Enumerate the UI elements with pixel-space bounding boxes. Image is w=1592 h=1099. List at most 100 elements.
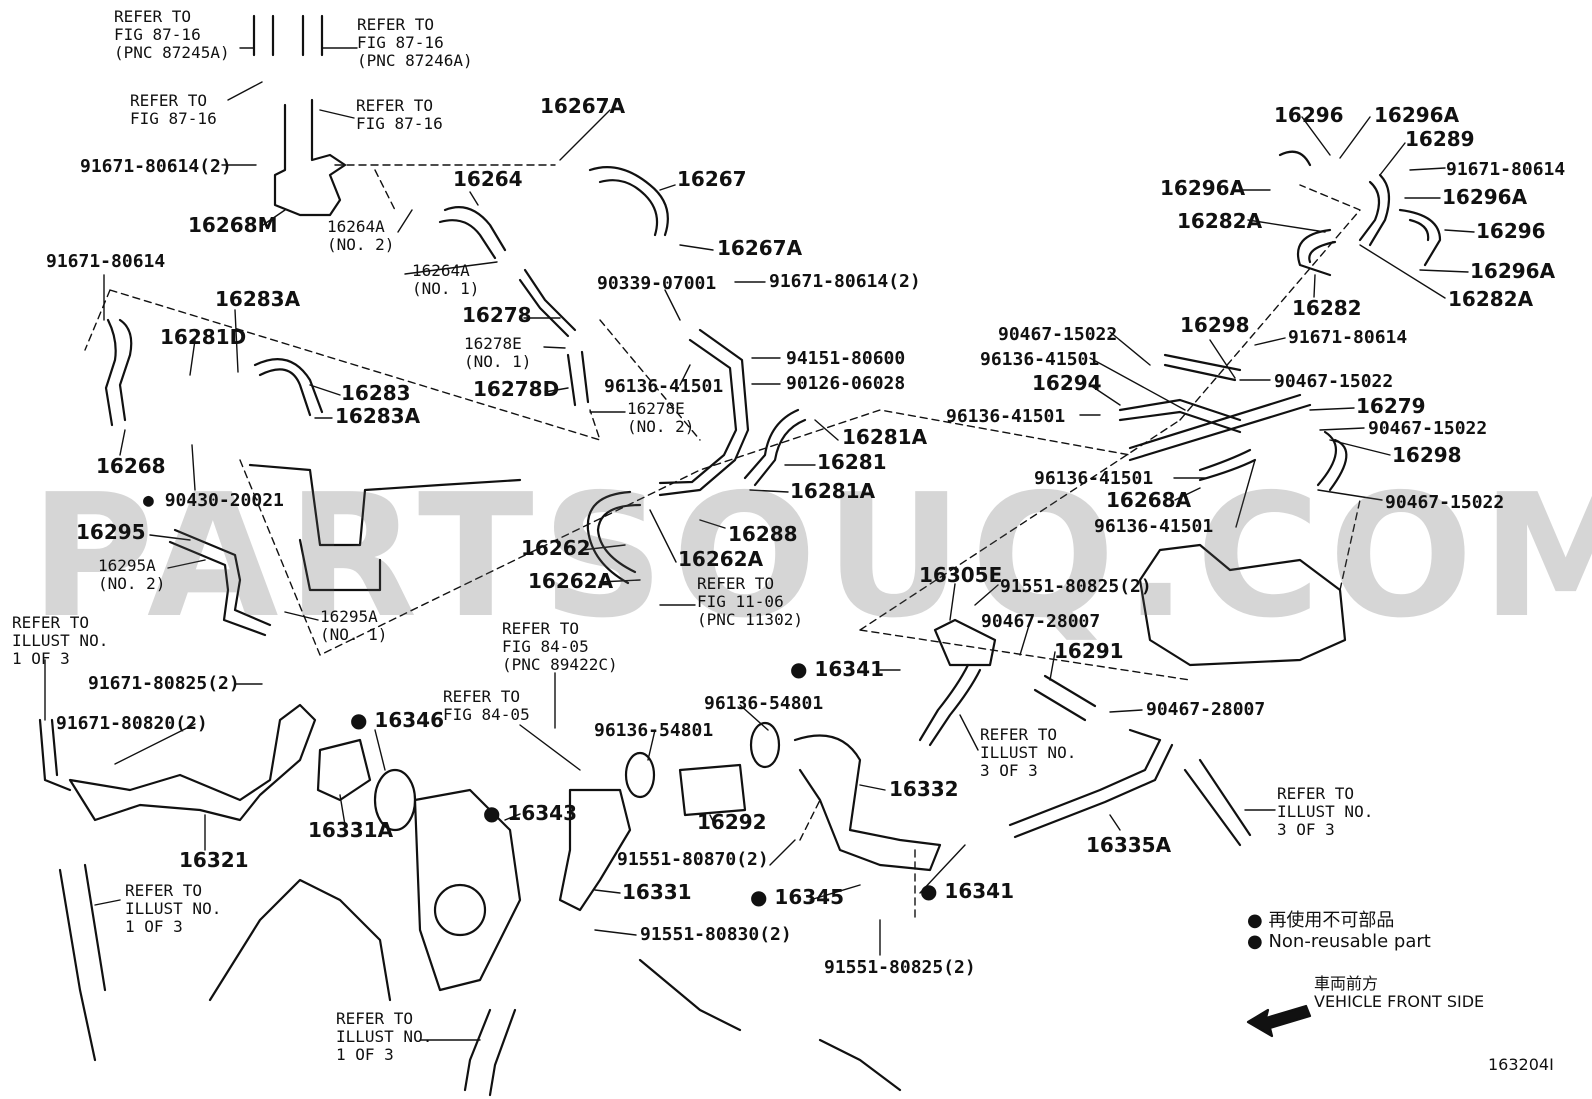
part-label-p47: 90467-15022 bbox=[998, 324, 1118, 345]
part-label-p1: 91671-80614(2) bbox=[80, 156, 232, 177]
part-label-p60: 96136-41501 bbox=[1094, 516, 1214, 537]
water-pump bbox=[413, 788, 522, 992]
part-label-p18: 91671-80614 bbox=[46, 251, 166, 272]
part-label-p79: 16343 bbox=[483, 803, 577, 823]
leader-lines bbox=[44, 47, 1475, 1041]
part-label-p4: 16264 bbox=[453, 167, 523, 191]
part-label-p59: 90467-15022 bbox=[1385, 492, 1505, 513]
part-label-p20: 16281D bbox=[160, 325, 247, 349]
hose-center-right bbox=[918, 663, 982, 747]
part-label-p70: 91671-80820(2) bbox=[56, 713, 208, 734]
part-label-ref2: REFER TO FIG 87-16 (PNC 87246A) bbox=[357, 15, 473, 70]
dashed-groups bbox=[84, 164, 1361, 921]
hose-16267 bbox=[588, 166, 669, 237]
part-label-p66: 90467-28007 bbox=[1146, 699, 1266, 720]
thermostat-16331a bbox=[316, 738, 372, 802]
part-label-p90: REFER TO ILLUST NO. 1 OF 3 bbox=[336, 1009, 433, 1064]
hose-bottom-left bbox=[58, 863, 107, 1062]
pipe-16268 bbox=[104, 318, 133, 427]
part-label-p67: REFER TO ILLUST NO. 3 OF 3 bbox=[980, 725, 1077, 780]
part-label-p52: 16294 bbox=[1032, 371, 1102, 395]
part-label-p25: 16281A bbox=[842, 425, 928, 449]
pipe-16289 bbox=[1358, 173, 1391, 247]
part-label-p49: 91671-80614 bbox=[1288, 327, 1408, 348]
part-label-p36: 16296 bbox=[1274, 103, 1344, 127]
part-label-p68: REFER TO ILLUST NO. 1 OF 3 bbox=[12, 613, 109, 668]
part-label-p29: 16262 bbox=[521, 536, 591, 560]
part-label-p13: 16278D bbox=[473, 377, 560, 401]
bullet-icon: ● bbox=[1247, 931, 1269, 952]
part-label-p77: REFER TO ILLUST NO. 3 OF 3 bbox=[1277, 784, 1374, 839]
pipe-16278 bbox=[518, 268, 577, 338]
part-label-p71: 16346 bbox=[350, 710, 444, 730]
hose-refer-3of3 bbox=[1183, 758, 1252, 847]
part-label-p46: 16282A bbox=[1448, 287, 1534, 311]
part-label-p64: 16291 bbox=[1054, 639, 1124, 663]
part-label-p58: 16268A bbox=[1106, 488, 1192, 512]
part-label-p6: 16267 bbox=[677, 167, 747, 191]
part-label-p26: 16281 bbox=[817, 450, 887, 474]
part-label-p48: 16298 bbox=[1180, 313, 1250, 337]
hose-16268a bbox=[1198, 448, 1257, 482]
part-label-p42: 16282A bbox=[1177, 209, 1263, 233]
pipe-16279 bbox=[1128, 393, 1312, 462]
hose-16264 bbox=[438, 206, 507, 260]
part-label-p39: 91671-80614 bbox=[1446, 159, 1566, 180]
part-label-p81: 16335A bbox=[1086, 833, 1172, 857]
part-label-p8: 16264A (NO. 1) bbox=[412, 261, 480, 298]
hose-16283 bbox=[253, 358, 324, 417]
pipe-upper-left bbox=[252, 14, 324, 57]
part-label-p9: 91671-80614(2) bbox=[769, 271, 921, 292]
part-label-p24: 90430-20021 bbox=[143, 491, 284, 510]
part-label-p27: 16281A bbox=[790, 479, 876, 503]
pipe-16288 bbox=[658, 328, 750, 497]
sleeve-16292 bbox=[678, 763, 747, 817]
part-label-p34: 16295A (NO. 2) bbox=[98, 556, 166, 593]
part-label-p76: 16332 bbox=[889, 777, 959, 801]
engine-outline-bottom bbox=[208, 878, 902, 1092]
pipe-16335a bbox=[1008, 728, 1174, 839]
part-label-ref3: REFER TO FIG 87-16 bbox=[130, 91, 217, 128]
part-label-p40: 16296A bbox=[1160, 176, 1246, 200]
part-label-p85: 16331 bbox=[622, 880, 692, 904]
part-label-p2: 16268M bbox=[188, 213, 278, 237]
part-label-p33: 16295 bbox=[76, 520, 146, 544]
assembly-center bbox=[248, 463, 522, 592]
part-label-p43: 16296 bbox=[1476, 219, 1546, 243]
part-label-p22: 16283A bbox=[335, 404, 421, 428]
legend-nonreusable-en: ● Non-reusable part bbox=[1247, 931, 1431, 952]
hose-16294 bbox=[1118, 398, 1242, 434]
part-label-p72: REFER TO FIG 84-05 (PNC 89422C) bbox=[502, 619, 618, 674]
part-label-p53: 96136-41501 bbox=[946, 406, 1066, 427]
part-label-p83: 91551-80870(2) bbox=[617, 849, 769, 870]
part-label-p12: 16278E (NO. 1) bbox=[464, 334, 532, 371]
part-label-p7: 16267A bbox=[717, 236, 803, 260]
part-label-p37: 16296A bbox=[1374, 103, 1460, 127]
part-label-ref4: REFER TO FIG 87-16 bbox=[356, 96, 443, 133]
legend-nonreusable-jp: ● 再使用不可部品 bbox=[1247, 906, 1394, 932]
hose-16291 bbox=[1033, 674, 1097, 722]
legend-front-jp: 車両前方 bbox=[1314, 974, 1379, 993]
part-label-p69: 91671-80825(2) bbox=[88, 673, 240, 694]
part-label-p41: 16296A bbox=[1442, 185, 1528, 209]
part-label-p32: REFER TO FIG 11-06 (PNC 11302) bbox=[697, 574, 803, 629]
part-label-p78: 16331A bbox=[308, 818, 394, 842]
legend-text-jp: 再使用不可部品 bbox=[1268, 910, 1395, 931]
part-label-p38: 16289 bbox=[1405, 127, 1475, 151]
hose-16281 bbox=[743, 408, 807, 487]
part-label-p51: 90467-15022 bbox=[1274, 371, 1394, 392]
figure-id: 163204I bbox=[1488, 1055, 1554, 1074]
part-label-p31: 16262A bbox=[528, 569, 614, 593]
clamps-center bbox=[624, 721, 781, 799]
part-label-p82: 16321 bbox=[179, 848, 249, 872]
part-label-p45: 16282 bbox=[1292, 296, 1362, 320]
part-label-p86: 16345 bbox=[750, 887, 844, 907]
bracket-16268m bbox=[273, 98, 347, 217]
part-label-p55: 90467-15022 bbox=[1368, 418, 1488, 439]
part-label-p63: 90467-28007 bbox=[981, 611, 1101, 632]
hose-16282 bbox=[1297, 228, 1337, 277]
vehicle-front-arrow bbox=[1246, 1004, 1312, 1038]
part-label-p65: 16341 bbox=[790, 659, 884, 679]
part-label-p35: 16295A (NO. 1) bbox=[320, 607, 388, 644]
